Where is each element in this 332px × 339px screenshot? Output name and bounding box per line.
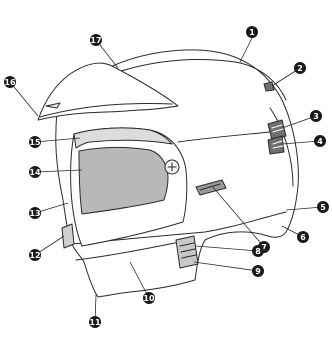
callout-14-label: 14 <box>29 168 41 177</box>
callout-6-label: 6 <box>300 233 306 242</box>
callout-13-label: 13 <box>29 209 40 218</box>
callout-9-label: 9 <box>255 267 261 276</box>
callout-1-label: 1 <box>249 28 255 37</box>
callout-1: 1 <box>246 26 258 38</box>
callout-14: 14 <box>29 166 41 178</box>
callout-3-label: 3 <box>313 112 319 121</box>
callout-15-label: 15 <box>29 138 41 147</box>
callout-11-label: 11 <box>89 318 101 327</box>
callout-2-label: 2 <box>297 64 303 73</box>
callout-11: 11 <box>89 316 101 328</box>
callout-9: 9 <box>252 265 264 277</box>
callout-8: 8 <box>252 245 264 257</box>
callout-10-label: 10 <box>143 294 155 303</box>
top-vent <box>264 82 274 91</box>
callout-4: 4 <box>314 135 326 147</box>
callout-5: 5 <box>317 201 329 213</box>
callout-5-label: 5 <box>320 203 326 212</box>
chin-strap-buckle <box>176 236 198 268</box>
callout-15: 15 <box>29 136 41 148</box>
callout-8-label: 8 <box>255 247 261 256</box>
callout-16-label: 16 <box>4 78 16 87</box>
callout-17-label: 17 <box>90 36 101 45</box>
helmet-drawing <box>38 50 298 297</box>
callout-17: 17 <box>90 34 102 46</box>
callout-10: 10 <box>143 292 155 304</box>
callout-16: 16 <box>4 76 16 88</box>
callout-12: 12 <box>29 249 41 261</box>
callout-3: 3 <box>310 110 322 122</box>
callout-4-label: 4 <box>317 137 323 146</box>
callout-2: 2 <box>294 62 306 74</box>
callout-12-label: 12 <box>29 251 40 260</box>
callout-13: 13 <box>29 207 41 219</box>
callout-6: 6 <box>297 231 309 243</box>
